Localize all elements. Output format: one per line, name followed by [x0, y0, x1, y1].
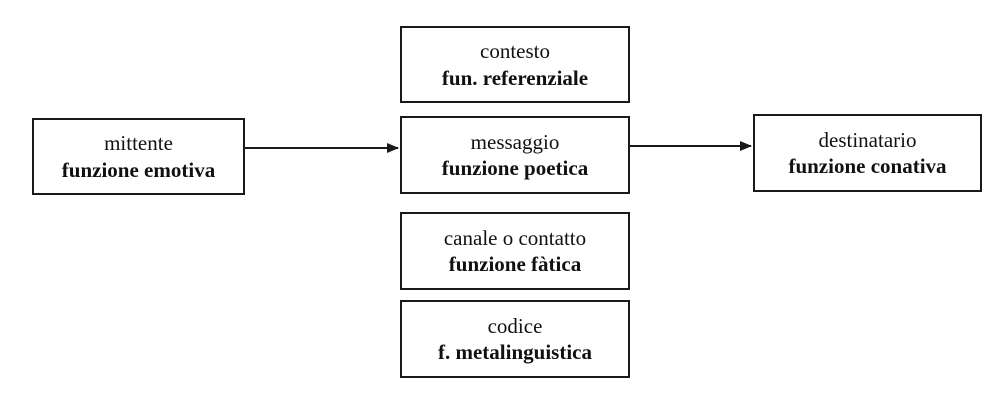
messaggio-function: funzione poetica [441, 156, 589, 180]
messaggio-box: messaggio funzione poetica [400, 116, 630, 194]
canale-label: canale o contatto [443, 225, 587, 250]
codice-function: f. metalinguistica [438, 340, 592, 364]
messaggio-label: messaggio [470, 129, 560, 154]
codice-label: codice [487, 313, 543, 338]
mittente-label: mittente [104, 131, 173, 156]
mittente-function: funzione emotiva [61, 157, 216, 182]
contesto-label: contesto [480, 39, 550, 64]
canale-box: canale o contatto funzione fàtica [400, 212, 630, 290]
contesto-function: fun. referenziale [441, 65, 589, 90]
canale-function: funzione fàtica [448, 252, 582, 276]
codice-box: codice f. metalinguistica [400, 300, 630, 378]
contesto-box: contesto fun. referenziale [400, 26, 630, 103]
destinatario-function: funzione conativa [788, 154, 947, 178]
destinatario-label: destinatario [818, 127, 917, 152]
destinatario-box: destinatario funzione conativa [753, 114, 982, 192]
mittente-box: mittente funzione emotiva [32, 118, 245, 195]
